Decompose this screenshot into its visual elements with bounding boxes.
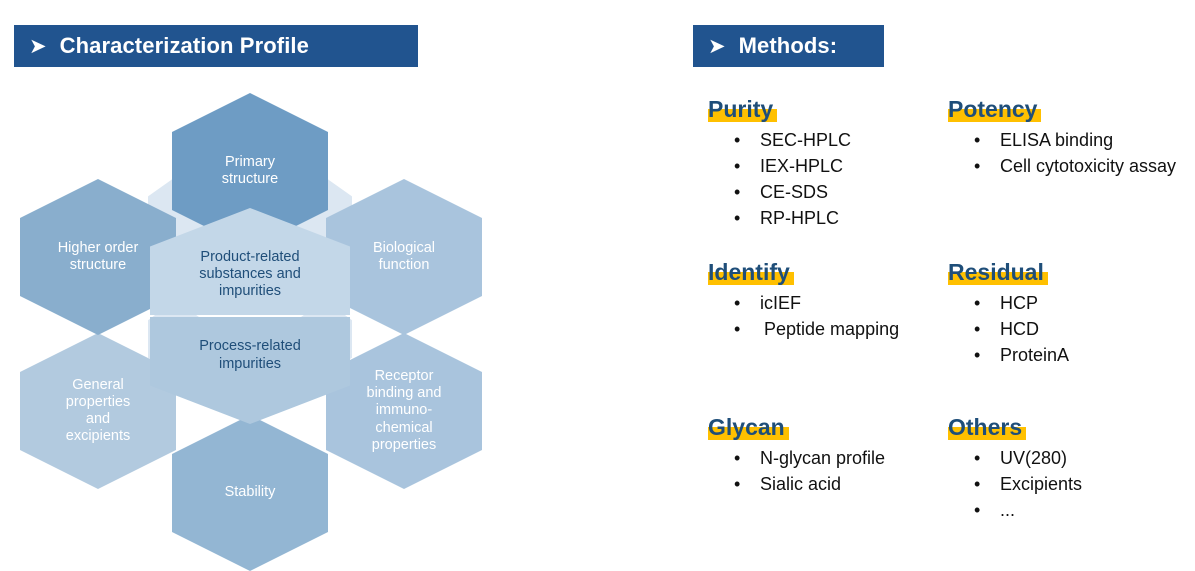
list-item: • N-glycan profile <box>708 446 948 472</box>
list-item: • Cell cytotoxicity assay <box>948 154 1188 180</box>
others-method-list: • UV(280) • Excipients •... <box>948 446 1188 524</box>
list-item: • CE-SDS <box>708 180 948 206</box>
characterization-profile-title: Characterization Profile <box>59 33 309 58</box>
list-item-label: Excipients <box>1000 474 1083 495</box>
potency-title-highlight <box>948 109 1042 122</box>
method-title-wrap-others: Others <box>948 414 1027 440</box>
list-item: • Sialic acid <box>708 472 948 498</box>
bullet-icon: • <box>974 474 981 495</box>
method-block-glycan: Glycan • N-glycan profile • Sialic acid <box>708 414 948 498</box>
list-item: • RP-HPLC <box>708 206 948 232</box>
method-title-wrap-potency: Potency <box>948 96 1042 122</box>
list-item-label: HCP <box>1000 293 1039 314</box>
hex-stability-label: Stability <box>224 484 276 501</box>
list-item: • UV(280) <box>948 446 1188 472</box>
list-item-label: IEX-HPLC <box>760 156 844 177</box>
methods-banner: ➤ Methods: <box>693 25 884 67</box>
list-item: • ELISA binding <box>948 128 1188 154</box>
list-item: •... <box>948 498 1188 524</box>
list-item: • Excipients <box>948 472 1188 498</box>
residual-method-list: • HCP • HCD • ProteinA <box>948 291 1188 369</box>
method-block-potency: Potency • ELISA binding • Cell cytotoxicit… <box>948 96 1188 180</box>
bullet-icon: • <box>974 130 981 151</box>
residual-title-highlight <box>948 272 1048 285</box>
identify-title-highlight <box>708 272 794 285</box>
hex-stability[interactable]: Stability <box>172 415 328 571</box>
method-block-others: Others • UV(280) • Excipients •... <box>948 414 1188 524</box>
arrow-bullet-icon: ➤ <box>708 34 726 58</box>
method-title-wrap-identify: Identify <box>708 259 794 285</box>
potency-title: Potency <box>948 96 1038 122</box>
list-item-label: Sialic acid <box>760 474 842 495</box>
list-item-label: UV(280) <box>1000 448 1068 469</box>
bullet-icon: • <box>734 208 741 229</box>
method-title-wrap-glycan: Glycan <box>708 414 789 440</box>
method-title-wrap-residual: Residual <box>948 259 1048 285</box>
list-item-label: RP-HPLC <box>760 208 840 229</box>
list-item-label: ELISA binding <box>1000 130 1114 151</box>
glycan-title: Glycan <box>708 414 785 440</box>
bullet-icon: • <box>974 500 981 521</box>
purity-title: Purity <box>708 96 774 122</box>
method-block-purity: Purity • SEC-HPLC • IEX-HPLC • CE-SDS • RP-H… <box>708 96 948 232</box>
bullet-icon: • <box>734 182 741 203</box>
list-item-label: HCD <box>1000 319 1039 340</box>
list-item-label: Peptide mapping <box>764 319 900 340</box>
list-item-label: icIEF <box>760 293 802 314</box>
methods-title: Methods: <box>738 33 838 58</box>
bullet-icon: • <box>734 319 741 340</box>
bullet-icon: • <box>974 319 981 340</box>
method-block-identify: Identify • icIEF • Peptide mapping <box>708 259 948 343</box>
others-title-highlight <box>948 427 1027 440</box>
list-item-label: SEC-HPLC <box>760 130 852 151</box>
bullet-icon: • <box>974 345 981 366</box>
glycan-title-highlight <box>708 427 789 440</box>
list-item: • IEX-HPLC <box>708 154 948 180</box>
list-item: • SEC-HPLC <box>708 128 948 154</box>
bullet-icon: • <box>974 448 981 469</box>
list-item-label: ... <box>1000 500 1016 521</box>
bullet-icon: • <box>974 156 981 177</box>
identify-method-list: • icIEF • Peptide mapping <box>708 291 948 343</box>
bullet-icon: • <box>974 293 981 314</box>
list-item-label: ProteinA <box>1000 345 1070 366</box>
potency-method-list: • ELISA binding • Cell cytotoxicity assay <box>948 128 1188 180</box>
list-item: • ProteinA <box>948 343 1188 369</box>
list-item: • HCD <box>948 317 1188 343</box>
residual-title: Residual <box>948 259 1044 285</box>
purity-method-list: • SEC-HPLC • IEX-HPLC • CE-SDS • RP-HPLC <box>708 128 948 232</box>
arrow-bullet-icon: ➤ <box>29 34 47 58</box>
list-item: • HCP <box>948 291 1188 317</box>
glycan-method-list: • N-glycan profile • Sialic acid <box>708 446 948 498</box>
methods-grid: Purity • SEC-HPLC • IEX-HPLC • CE-SDS • RP-H… <box>700 96 1188 546</box>
others-title: Others <box>948 414 1023 440</box>
identify-title: Identify <box>708 259 790 285</box>
bullet-icon: • <box>734 293 741 314</box>
bullet-icon: • <box>734 156 741 177</box>
list-item-label: Cell cytotoxicity assay <box>1000 156 1177 177</box>
method-title-wrap-purity: Purity <box>708 96 778 122</box>
method-block-residual: Residual • HCP • HCD • ProteinA <box>948 259 1188 369</box>
bullet-icon: • <box>734 474 741 495</box>
list-item: • icIEF <box>708 291 948 317</box>
list-item-label: N-glycan profile <box>760 448 886 469</box>
bullet-icon: • <box>734 130 741 151</box>
list-item: • Peptide mapping <box>708 317 948 343</box>
characterization-profile-banner: ➤ Characterization Profile <box>14 25 418 67</box>
list-item-label: CE-SDS <box>760 182 829 203</box>
purity-title-highlight <box>708 109 778 122</box>
bullet-icon: • <box>734 448 741 469</box>
